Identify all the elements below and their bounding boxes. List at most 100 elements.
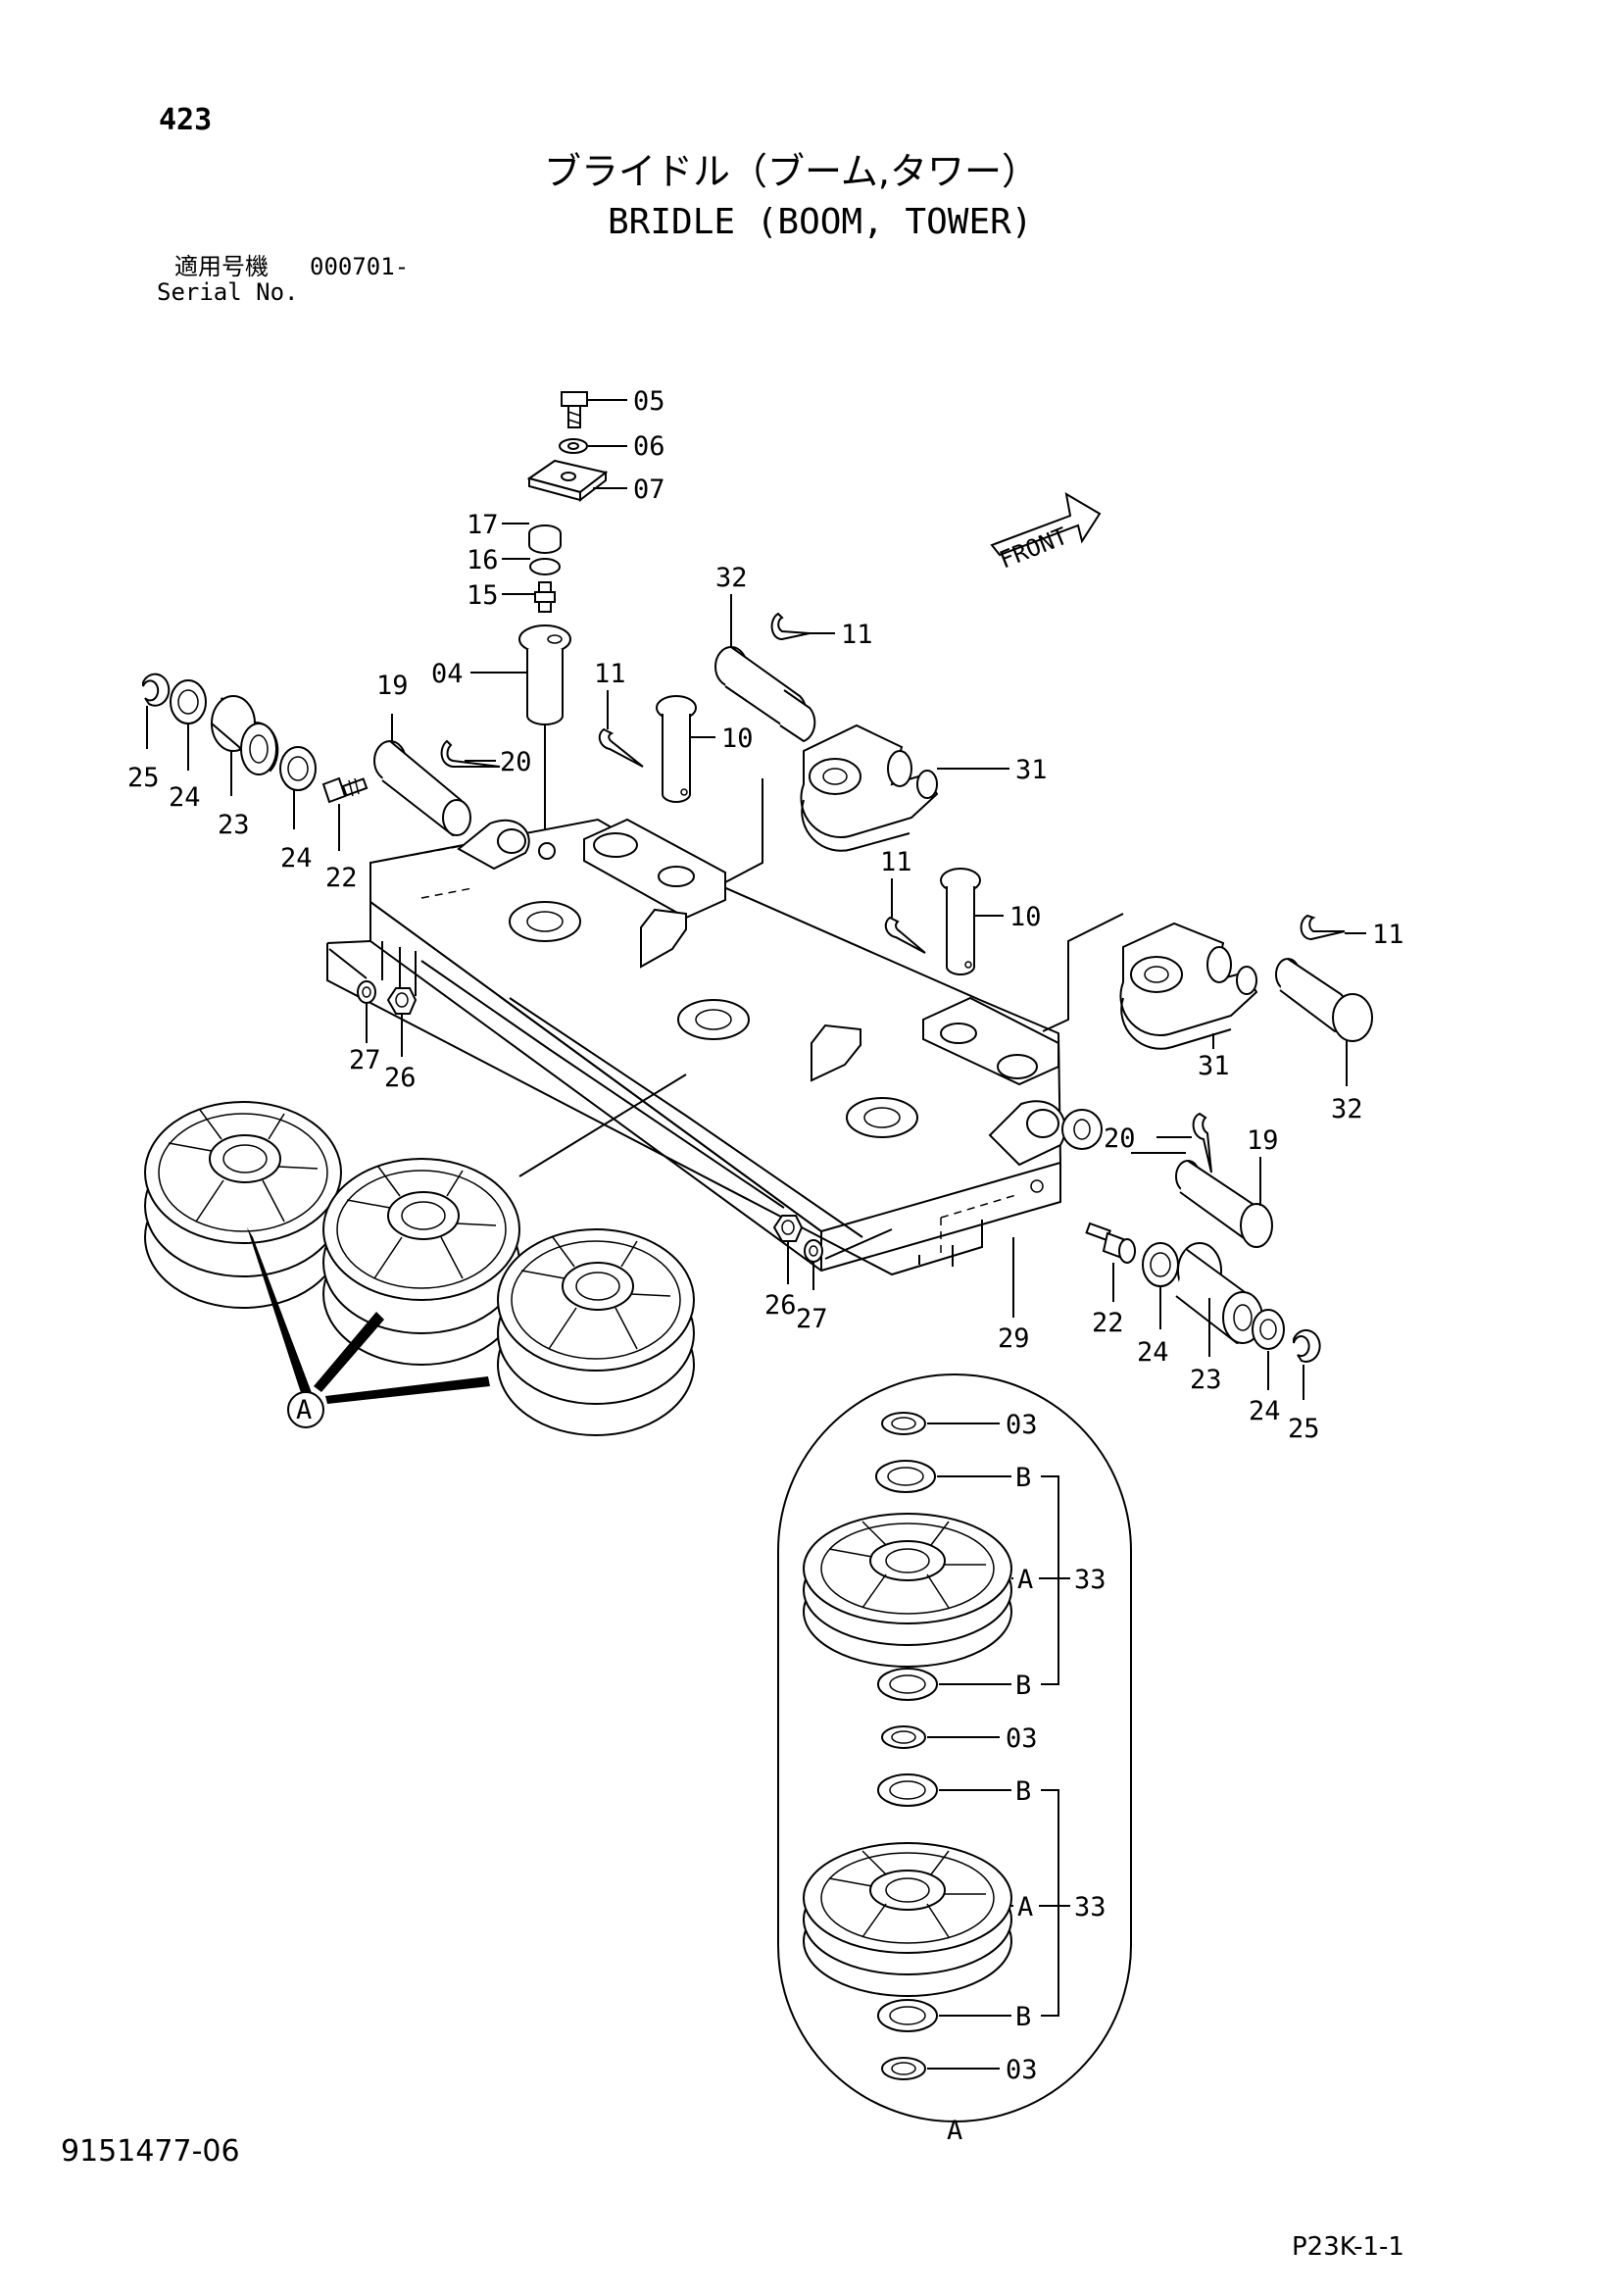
svg-text:17: 17 xyxy=(467,510,499,540)
front-arrow-icon: FRONT xyxy=(990,492,1102,574)
page-code: P23K-1-1 xyxy=(1292,2232,1404,2262)
pin-10b-icon xyxy=(940,868,981,975)
svg-text:29: 29 xyxy=(998,1323,1030,1354)
sheave-leaders xyxy=(247,1073,687,1404)
sheave-a2-icon xyxy=(322,1158,520,1366)
leaders-left-middle xyxy=(328,948,403,1057)
svg-text:15: 15 xyxy=(467,580,499,611)
title-japanese: ブライドル（ブーム,タワー） xyxy=(544,150,1039,193)
cotter-pin-20a-icon xyxy=(440,739,501,768)
cotter-pin-11a-icon xyxy=(770,612,811,641)
svg-text:27: 27 xyxy=(796,1304,828,1334)
svg-text:A: A xyxy=(296,1395,312,1425)
clevis-31a-icon xyxy=(800,724,939,852)
svg-text:31: 31 xyxy=(1198,1051,1230,1081)
page-number: 423 xyxy=(159,103,212,137)
detail-a-labels: 03 B A 33 B 03 B A 33 B 03 A xyxy=(947,1410,1107,2146)
pin-04-icon xyxy=(518,624,571,725)
cotter-pin-11b-icon xyxy=(598,727,644,768)
svg-text:B: B xyxy=(1015,1776,1031,1807)
svg-text:19: 19 xyxy=(1247,1125,1279,1156)
cotter-pin-11d-icon xyxy=(1300,914,1346,941)
svg-text:07: 07 xyxy=(633,474,665,505)
svg-text:03: 03 xyxy=(1006,1723,1038,1754)
bearing-24a-icon xyxy=(170,679,207,724)
collar-23b-icon xyxy=(1175,1242,1263,1345)
washer-27b-icon xyxy=(804,1239,823,1263)
svg-text:33: 33 xyxy=(1074,1565,1107,1595)
collar-23a-icon xyxy=(211,695,279,775)
pin-32a-icon xyxy=(714,646,816,743)
bridle-frame xyxy=(326,818,1103,1318)
grease-fitting-22b-icon xyxy=(1085,1222,1136,1264)
sheave-a3-icon xyxy=(497,1228,695,1436)
svg-text:10: 10 xyxy=(721,724,754,754)
callout-labels: 05 06 07 17 16 15 04 32 11 11 10 19 20 2… xyxy=(127,386,1404,1444)
svg-text:10: 10 xyxy=(1009,902,1042,932)
pin-19b-icon xyxy=(1175,1160,1273,1248)
detail-a xyxy=(777,1373,1132,2122)
serial-value: 000701- xyxy=(310,253,409,280)
svg-text:B: B xyxy=(1015,1671,1031,1701)
leaders-upper-middle xyxy=(607,594,1009,883)
svg-text:22: 22 xyxy=(325,863,358,893)
svg-text:A: A xyxy=(947,2116,962,2146)
snap-ring-25a-icon xyxy=(142,673,171,707)
grease-fitting-15-icon xyxy=(534,581,556,613)
svg-text:26: 26 xyxy=(764,1290,797,1321)
svg-text:32: 32 xyxy=(1331,1094,1363,1124)
cotter-pin-20b-icon xyxy=(1192,1112,1212,1173)
svg-text:24: 24 xyxy=(169,782,201,813)
cotter-pin-11c-icon xyxy=(884,916,926,954)
svg-text:26: 26 xyxy=(384,1063,417,1093)
svg-text:B: B xyxy=(1015,1463,1031,1493)
svg-text:16: 16 xyxy=(467,545,499,575)
svg-text:32: 32 xyxy=(715,563,748,593)
clevis-31b-icon xyxy=(1119,922,1258,1050)
serial-label-japanese: 適用号機 xyxy=(174,253,269,280)
nut-26b-icon xyxy=(772,1215,804,1242)
svg-text:25: 25 xyxy=(1288,1414,1320,1444)
pin-10a-icon xyxy=(656,695,697,803)
svg-text:23: 23 xyxy=(1190,1365,1222,1395)
bearing-24d-icon xyxy=(1252,1309,1285,1350)
svg-text:11: 11 xyxy=(594,659,626,689)
sheave-a1-icon xyxy=(144,1101,342,1309)
svg-text:A: A xyxy=(1017,1565,1033,1595)
title-english: BRIDLE (BOOM, TOWER) xyxy=(608,202,1032,242)
cap-17-icon xyxy=(528,524,562,554)
bearing-24c-icon xyxy=(1142,1242,1179,1287)
svg-text:03: 03 xyxy=(1006,1410,1038,1440)
svg-text:24: 24 xyxy=(1137,1337,1169,1368)
svg-text:11: 11 xyxy=(841,620,873,650)
serial-label-english: Serial No. xyxy=(157,278,299,306)
leaders-lower-right xyxy=(1112,1136,1304,1400)
svg-text:20: 20 xyxy=(500,747,532,777)
svg-text:24: 24 xyxy=(1249,1396,1281,1426)
plate-07-icon xyxy=(526,459,609,503)
washer-27a-icon xyxy=(357,980,376,1004)
svg-text:20: 20 xyxy=(1104,1123,1136,1154)
leaders-right-middle xyxy=(891,878,1366,1086)
svg-text:24: 24 xyxy=(280,843,313,873)
svg-text:11: 11 xyxy=(880,847,912,877)
svg-text:B: B xyxy=(1015,2002,1031,2032)
ring-16-icon xyxy=(529,558,561,575)
svg-text:27: 27 xyxy=(349,1045,381,1075)
svg-text:22: 22 xyxy=(1092,1308,1124,1338)
document-number: 9151477-06 xyxy=(61,2134,240,2169)
svg-text:05: 05 xyxy=(633,386,665,417)
pin-32b-icon xyxy=(1275,958,1373,1042)
bolt-05-icon xyxy=(561,391,588,428)
leaders-upper-left xyxy=(146,706,496,851)
svg-text:23: 23 xyxy=(218,810,250,840)
svg-text:11: 11 xyxy=(1372,920,1404,950)
svg-text:04: 04 xyxy=(431,659,464,689)
snap-ring-25b-icon xyxy=(1293,1328,1321,1363)
svg-text:31: 31 xyxy=(1015,755,1048,785)
pin-19a-icon xyxy=(373,740,471,837)
svg-text:06: 06 xyxy=(633,431,665,462)
callout-a-main: A xyxy=(287,1391,324,1428)
nut-26a-icon xyxy=(386,987,418,1015)
